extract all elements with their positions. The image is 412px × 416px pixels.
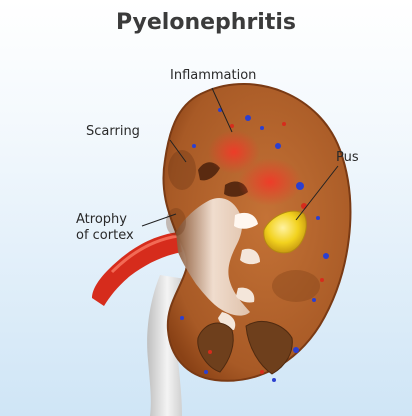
- label-pus: Pus: [336, 150, 359, 166]
- label-atrophy: Atrophy of cortex: [76, 212, 134, 244]
- label-atrophy-line2: of cortex: [76, 228, 134, 244]
- inflammation-patch: [238, 158, 302, 206]
- label-scarring: Scarring: [86, 124, 140, 140]
- label-inflammation: Inflammation: [170, 68, 256, 84]
- label-atrophy-line1: Atrophy: [76, 212, 134, 228]
